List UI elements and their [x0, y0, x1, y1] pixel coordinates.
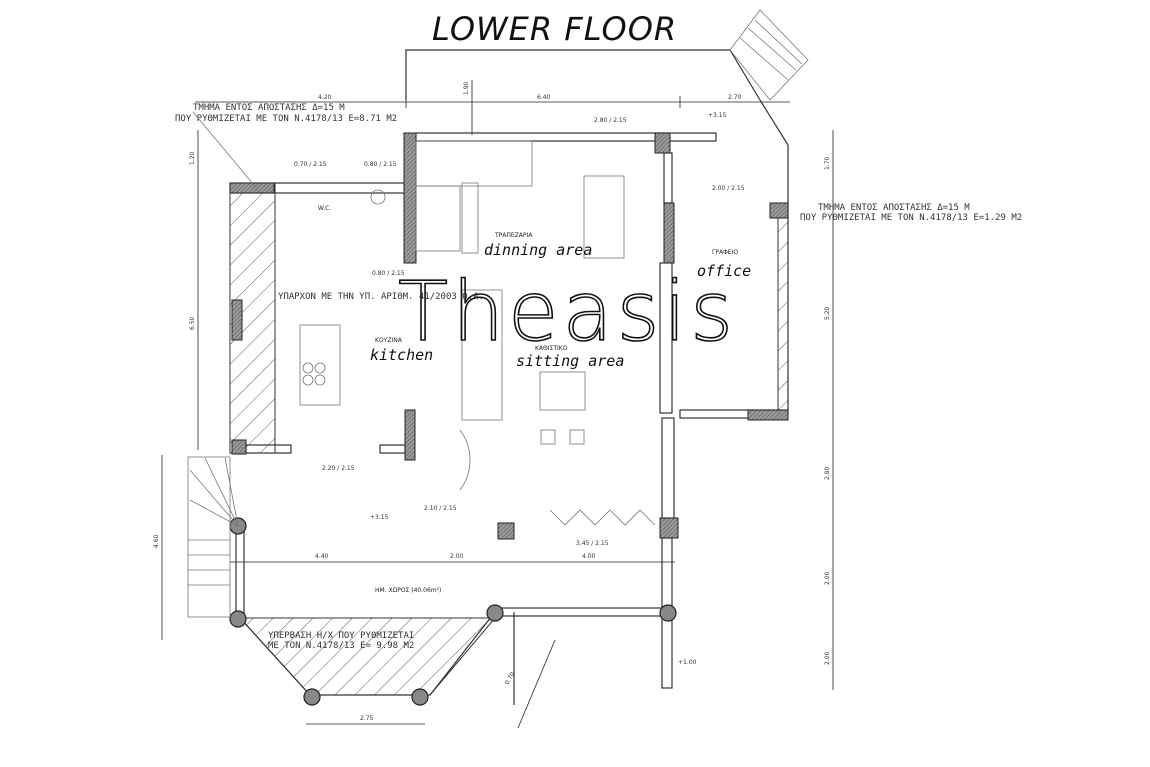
label-dimensions-bottom_c: 4.00 [582, 553, 596, 560]
sofa [461, 289, 503, 421]
label-openings-5: 2.20 / 2.15 [322, 465, 355, 472]
label-dimensions-right_c: 2.80 [824, 466, 831, 480]
watermark-logo: Theasis [398, 265, 737, 360]
label-dimensions-right_e: 2.00 [824, 651, 831, 665]
semi-open-label: ΗΜ. ΧΩΡΟΣ (40.06m²) [375, 587, 441, 594]
spiral-stair [187, 456, 239, 618]
label-dimensions-bottom_b: 2.00 [450, 553, 464, 560]
note-right-1: ΤΜΗΜΑ ΕΝΤΟΣ ΑΠΟΣΤΑΣΗΣ Δ=15 Μ [818, 203, 970, 213]
opening-tags: 0.70 / 2.15 0.80 / 2.15 2.80 / 2.15 2.00… [294, 117, 745, 547]
walls [229, 99, 789, 729]
level-main: +3.15 [370, 514, 389, 521]
label-rooms-wc: W.C. [318, 205, 331, 212]
folding-door [549, 509, 656, 526]
label-openings-3: 2.00 / 2.15 [712, 185, 745, 192]
label-dimensions-right_b: 5.20 [824, 306, 831, 320]
label-openings-6: 2.10 / 2.15 [424, 505, 457, 512]
label-dimensions-top_b: 6.40 [537, 94, 551, 101]
room-label-dining: dinning area [484, 241, 592, 259]
label-dimensions-bottom_a: 4.40 [315, 553, 329, 560]
sink [370, 189, 386, 205]
label-openings-4: 0.80 / 2.15 [372, 270, 405, 277]
room-label-kitchen: kitchen [370, 346, 433, 364]
label-dimensions-left_a: 1.20 [189, 151, 196, 165]
label-openings-7: 3.45 / 2.15 [576, 540, 609, 547]
door-swing [459, 429, 471, 491]
plan-title: LOWER FLOOR [432, 10, 677, 48]
note-left-2: ΠΟΥ ΡΥΘΜΙΖΕΤΑΙ ΜΕ ΤΟΝ Ν.4178/13 Ε=8.71 Μ… [175, 114, 397, 124]
furniture [299, 175, 656, 526]
label-dimensions-balcony: 2.75 [360, 715, 374, 722]
label-rooms-kitchen_gr: ΚΟΥΖΙΝΑ [375, 337, 403, 344]
dimension-left: 1.20 6.50 4.60 [153, 130, 199, 640]
note-excess-1: ΥΠΕΡΒΑΣΗ Η/Χ ΠΟΥ ΡΥΘΜΙΖΕΤΑΙ [268, 631, 414, 641]
room-label-office: office [697, 262, 751, 280]
label-dimensions-top_v: 1.90 [463, 81, 470, 95]
outdoor-stair [405, 9, 809, 101]
note-left-1: ΤΜΗΜΑ ΕΝΤΟΣ ΑΠΟΣΤΑΣΗΣ Δ=15 Μ [193, 103, 345, 113]
kitchen-island [299, 324, 341, 406]
note-excess-2: ΜΕ ΤΟΝ Ν.4178/13 Ε= 9.98 Μ2 [268, 641, 414, 651]
label-rooms-office_gr: ΓΡΑΦΕΙΟ [712, 249, 738, 256]
note-existing: ΥΠΑΡΧΟΝ ΜΕ ΤΗΝ ΥΠ. ΑΡΙΘΜ. 41/2003 Ο.Α. [278, 292, 484, 302]
room-label-gr: ΤΡΑΠΕΖΑΡΙΑ [494, 232, 533, 239]
label-dimensions-right_d: 2.00 [824, 571, 831, 585]
label-rooms-sitting_gr: ΚΑΘΙΣΤΙΚΟ [535, 345, 568, 352]
level-outside: +1.00 [678, 659, 697, 666]
level-office: +3.15 [708, 112, 727, 119]
label-dimensions-left_c: 4.60 [153, 534, 160, 548]
label-openings-2: 2.80 / 2.15 [594, 117, 627, 124]
columns [229, 517, 677, 706]
label-dimensions-top_c: 2.70 [728, 94, 742, 101]
room-label-sitting: sitting area [516, 352, 624, 370]
coffee-table [539, 371, 586, 411]
dimension-right: 1.70 5.20 2.80 2.00 2.00 [824, 130, 834, 690]
label-dimensions-right_a: 1.70 [824, 156, 831, 170]
label-dimensions-top_a: 4.20 [318, 94, 332, 101]
note-right-2: ΠΟΥ ΡΥΘΜΙΖΕΤΑΙ ΜΕ ΤΟΝ Ν.4178/13 Ε=1.29 Μ… [800, 213, 1022, 223]
label-dimensions-left_b: 6.50 [189, 316, 196, 330]
interior-stair [415, 140, 533, 254]
label-openings-0: 0.70 / 2.15 [294, 161, 327, 168]
label-openings-1: 0.80 / 2.15 [364, 161, 397, 168]
dining-table [583, 175, 625, 259]
dimension-top: 4.20 6.40 2.70 1.90 [195, 80, 790, 135]
